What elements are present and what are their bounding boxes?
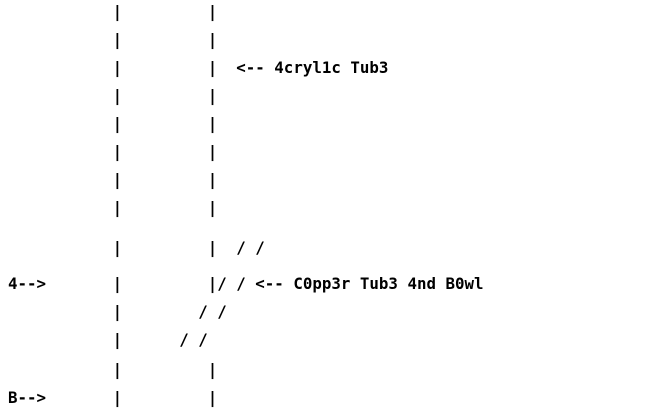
copper-tube-label-line: 4--> | |/ / <-- C0pp3r Tub3 4nd B0wl [8, 274, 484, 293]
acrylic-tube-label-line: | | <-- 4cryl1c Tub3 [8, 58, 389, 77]
diagram-line-7: | | [8, 170, 218, 189]
diagram-line-6: | | [8, 142, 218, 161]
diagram-line-12: | / / [8, 330, 208, 349]
diagram-line-11: | / / [8, 302, 227, 321]
diagram-line-13: | | [8, 360, 218, 379]
diagram-line-4: | | [8, 86, 218, 105]
diagram-line-2: | | [8, 30, 218, 49]
diagram-line-9: | | / / [8, 238, 265, 257]
diagram-line-8: | | [8, 198, 218, 217]
diagram-line-5: | | [8, 114, 218, 133]
marker-b-line: B--> | | [8, 388, 218, 407]
diagram-line-1: | | [8, 2, 218, 21]
